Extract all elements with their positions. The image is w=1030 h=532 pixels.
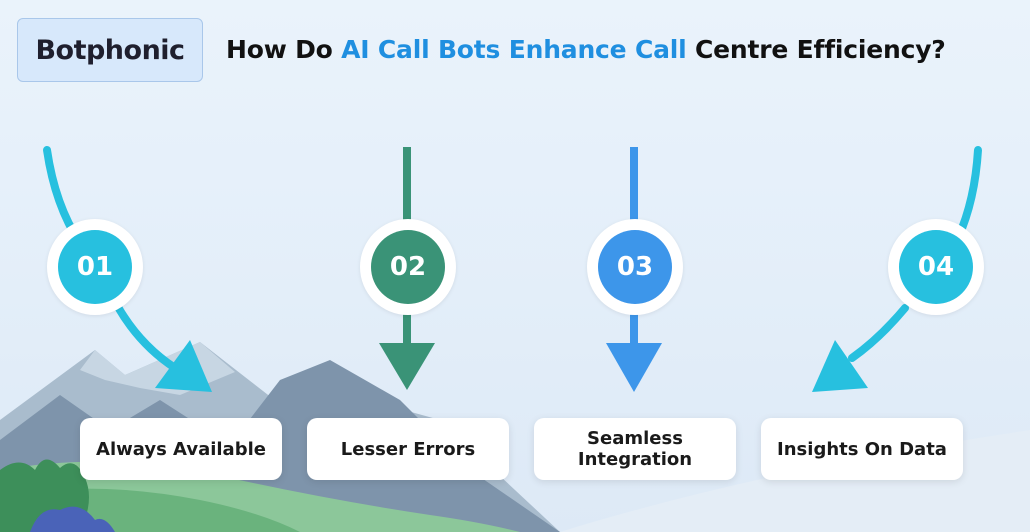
foliage-flower [30, 506, 115, 532]
step-03-number: 03 [598, 230, 672, 304]
step-01-card: Always Available [80, 418, 282, 480]
arrow-04-head [812, 340, 868, 392]
arrow-01-lower [114, 303, 179, 372]
arrow-02-head [379, 343, 435, 390]
arrow-01-head [155, 340, 212, 392]
step-01-circle: 01 [47, 219, 143, 315]
arrow-02-lower [403, 314, 411, 344]
page-title: How Do AI Call Bots Enhance Call Centre … [226, 30, 946, 70]
title-prefix: How Do [226, 35, 342, 64]
arrow-03-head [606, 343, 662, 392]
step-04-circle: 04 [888, 219, 984, 315]
botphonic-logo[interactable]: Botphonic [17, 18, 203, 82]
arrow-03-upper [630, 147, 638, 222]
step-02-circle: 02 [360, 219, 456, 315]
step-02-card: Lesser Errors [307, 418, 509, 480]
arrow-02-upper [403, 147, 411, 222]
step-01-number: 01 [58, 230, 132, 304]
step-04-card: Insights On Data [761, 418, 963, 480]
arrow-04-lower [848, 304, 909, 362]
step-04-number: 04 [899, 230, 973, 304]
step-02-number: 02 [371, 230, 445, 304]
title-highlight: AI Call Bots Enhance Call [341, 35, 687, 64]
title-suffix: Centre Efficiency? [686, 35, 946, 64]
arrow-03-lower [630, 314, 638, 344]
arrow-04-upper [954, 146, 982, 242]
logo-text: Botphonic [35, 34, 185, 66]
step-03-card: Seamless Integration [534, 418, 736, 480]
step-03-circle: 03 [587, 219, 683, 315]
